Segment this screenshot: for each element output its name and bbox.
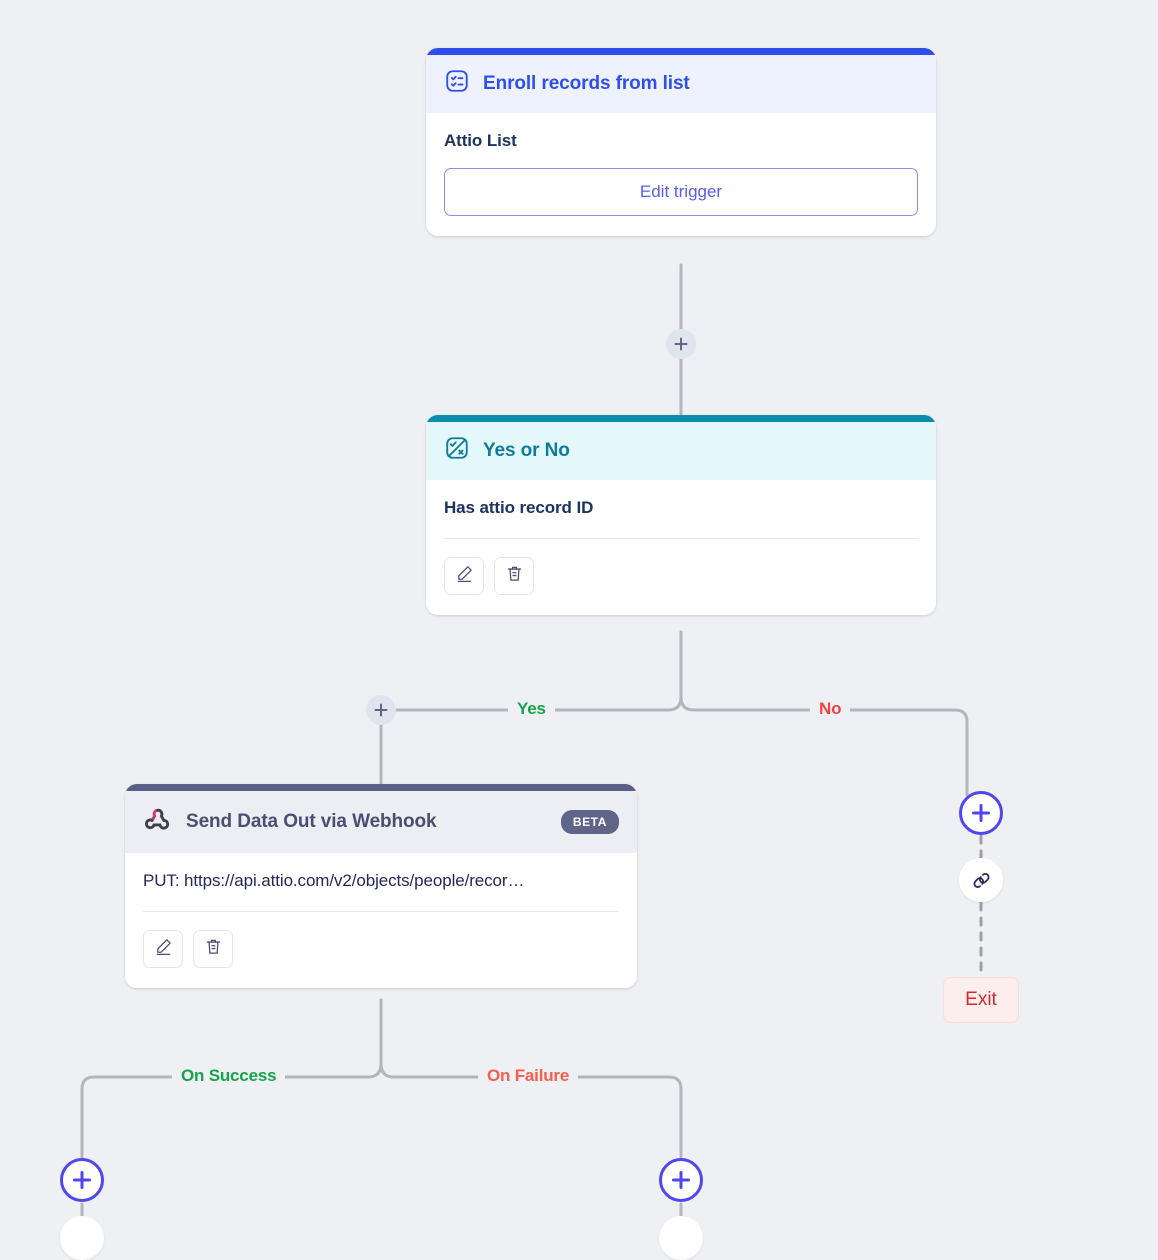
edit-icon-button[interactable] (444, 557, 484, 595)
divider (143, 911, 619, 912)
link-node-button-on-failure[interactable] (659, 1216, 703, 1260)
add-step-button-on-success[interactable] (60, 1158, 104, 1202)
node-accent-bar (426, 48, 936, 55)
node-header: Enroll records from list (426, 55, 936, 113)
node-body: Has attio record ID (426, 480, 936, 615)
node-enroll-records[interactable]: Enroll records from list Attio List Edit… (426, 48, 936, 236)
node-subtitle: Has attio record ID (444, 498, 594, 517)
plus-icon (374, 703, 388, 717)
link-node-button-on-success[interactable] (60, 1216, 104, 1260)
node-subtitle: PUT: https://api.attio.com/v2/objects/pe… (143, 871, 525, 890)
beta-badge: BETA (560, 809, 619, 834)
delete-icon (204, 937, 223, 961)
node-header: Send Data Out via Webhook BETA (125, 791, 637, 853)
add-step-button-trigger-to-condition[interactable] (666, 329, 696, 359)
node-subtitle: Attio List (444, 131, 517, 150)
exit-node[interactable]: Exit (943, 977, 1019, 1023)
node-body: PUT: https://api.attio.com/v2/objects/pe… (125, 853, 637, 988)
node-body: Attio List Edit trigger (426, 113, 936, 236)
node-title: Yes or No (483, 439, 570, 461)
yes-no-icon (444, 435, 470, 466)
node-send-data-webhook[interactable]: Send Data Out via Webhook BETA PUT: http… (125, 784, 637, 988)
edit-icon (154, 937, 173, 961)
node-actions (444, 557, 918, 595)
edit-icon (455, 564, 474, 588)
link-node-button[interactable] (959, 858, 1003, 902)
edge-label-yes: Yes (508, 699, 555, 719)
node-title: Send Data Out via Webhook (186, 810, 437, 832)
node-actions (143, 930, 619, 968)
connector-layer (80, 263, 983, 1220)
node-header: Yes or No (426, 422, 936, 480)
checklist-icon (444, 68, 470, 99)
delete-icon (505, 564, 524, 588)
plus-icon (672, 1171, 690, 1189)
link-icon (973, 872, 989, 888)
add-step-button-yes-branch[interactable] (366, 695, 396, 725)
edge-label-no: No (810, 699, 851, 719)
node-accent-bar (125, 784, 637, 791)
add-step-button-on-failure[interactable] (659, 1158, 703, 1202)
edge-label-on-failure: On Failure (478, 1066, 579, 1086)
node-title: Enroll records from list (483, 72, 690, 94)
edge-label-on-success: On Success (172, 1066, 286, 1086)
node-accent-bar (426, 415, 936, 422)
edit-trigger-button[interactable]: Edit trigger (444, 168, 918, 216)
delete-icon-button[interactable] (494, 557, 534, 595)
add-step-button-no-branch[interactable] (959, 791, 1003, 835)
plus-icon (972, 804, 990, 822)
plus-icon (674, 337, 688, 351)
node-yes-or-no[interactable]: Yes or No Has attio record ID (426, 415, 936, 615)
webhook-icon (143, 804, 173, 839)
delete-icon-button[interactable] (193, 930, 233, 968)
divider (444, 538, 918, 539)
edit-icon-button[interactable] (143, 930, 183, 968)
plus-icon (73, 1171, 91, 1189)
